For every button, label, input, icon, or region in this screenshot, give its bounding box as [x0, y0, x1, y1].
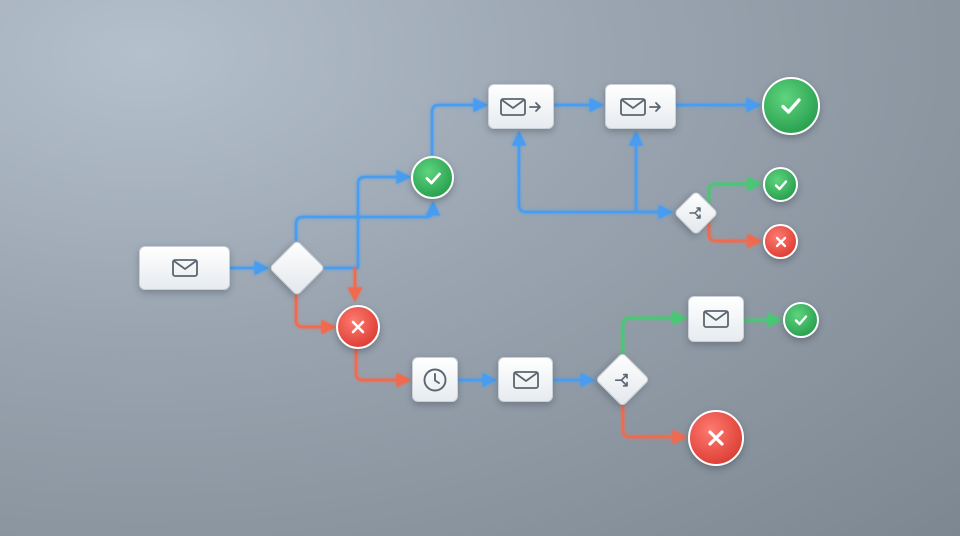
- x-icon: [351, 320, 365, 334]
- success-final-node[interactable]: [762, 77, 820, 135]
- connector-decision-to-check-upper: [323, 169, 411, 270]
- fail-lower-node[interactable]: [688, 410, 744, 466]
- email-start-node[interactable]: [139, 246, 230, 290]
- connector-split-upper-to-fail: [707, 220, 762, 249]
- check-icon: [794, 315, 808, 326]
- check-upper-node[interactable]: [411, 156, 454, 199]
- send-email-1-node[interactable]: [488, 84, 554, 129]
- email-after-wait-node[interactable]: [498, 357, 553, 402]
- connector-split-to-send-1: [511, 131, 671, 214]
- x-icon: [775, 236, 786, 247]
- split-icon: [689, 207, 701, 219]
- fail-main-node[interactable]: [336, 305, 380, 349]
- check-icon: [425, 172, 441, 184]
- connector-check-to-send-1: [430, 97, 488, 156]
- connector-decision-to-fail: [294, 294, 336, 335]
- connector-fail-to-wait: [354, 347, 411, 388]
- fail-split-upper-node[interactable]: [763, 224, 798, 259]
- split-lower-node[interactable]: [594, 351, 651, 408]
- clock-icon: [423, 368, 447, 391]
- x-icon: [708, 430, 724, 446]
- check-icon: [781, 98, 801, 114]
- success-lower-node[interactable]: [783, 302, 819, 338]
- connector-split-lower-to-fail: [621, 403, 687, 445]
- envelope-icon: [703, 310, 729, 328]
- wait-timer-node[interactable]: [412, 357, 458, 402]
- connector-decision-loop-to-check: [294, 201, 441, 242]
- connector-split-upper-to-success: [707, 176, 762, 204]
- split-icon: [614, 373, 628, 386]
- send-email-2-node[interactable]: [605, 84, 676, 129]
- envelope-icon: [512, 370, 539, 389]
- check-icon: [774, 179, 787, 190]
- split-upper-node[interactable]: [673, 190, 719, 236]
- connector-split-lower-to-email: [621, 310, 687, 357]
- email-lower-branch-node[interactable]: [688, 296, 744, 342]
- envelope-send-icon: [619, 97, 661, 116]
- envelope-send-icon: [500, 97, 541, 116]
- envelope-icon: [171, 259, 198, 277]
- success-split-upper-node[interactable]: [763, 167, 798, 202]
